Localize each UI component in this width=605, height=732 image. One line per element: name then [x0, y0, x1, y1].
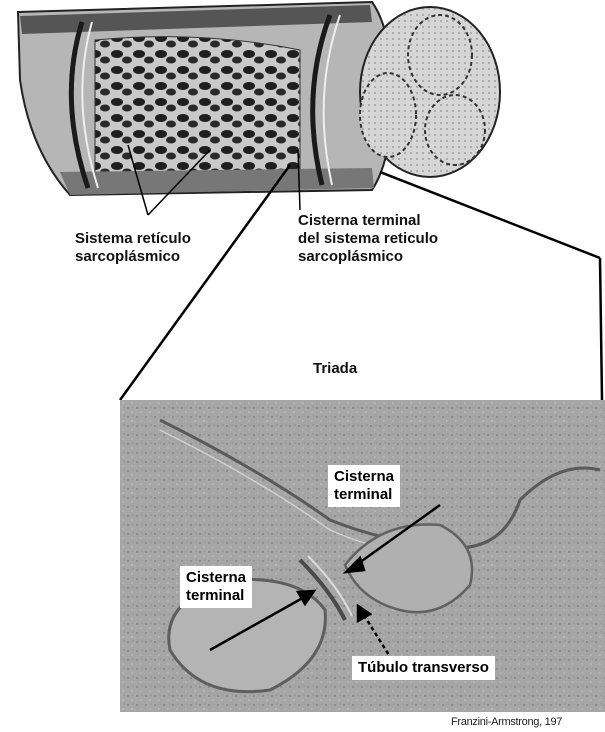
muscle-fiber-illustration	[18, 2, 500, 195]
zoom-line-left	[120, 165, 290, 400]
label-cisterna-left-line1: Cisterna	[186, 569, 246, 587]
image-credit: Franzini-Armstrong, 197	[451, 716, 562, 728]
zoom-lines	[120, 165, 602, 400]
label-tubulo-transverso: Túbulo transverso	[352, 656, 495, 680]
label-cisterna-upper-line1: Cisterna	[334, 468, 394, 486]
label-cisterna-terminal-top: Cisterna terminal del sistema reticulo s…	[298, 212, 438, 266]
myofibril-c	[425, 95, 485, 165]
label-sistema-line1: Sistema retículo	[75, 230, 191, 248]
label-cisterna-terminal-left: Cisterna terminal	[180, 566, 252, 608]
label-cisterna-line3: sarcoplásmico	[298, 248, 438, 266]
zoom-line-right-drop	[600, 258, 602, 400]
label-cisterna-left-line2: terminal	[186, 587, 246, 605]
label-cisterna-line1: Cisterna terminal	[298, 212, 438, 230]
label-cisterna-line2: del sistema reticulo	[298, 230, 438, 248]
label-sistema-reticulo: Sistema retículo sarcoplásmico	[75, 230, 191, 266]
reticulum-network	[95, 37, 300, 183]
triada-title: Triada	[313, 360, 357, 378]
label-cisterna-terminal-upper: Cisterna terminal	[328, 465, 400, 507]
label-sistema-line2: sarcoplásmico	[75, 248, 191, 266]
myofibril-b	[408, 15, 472, 95]
myofibril-a	[360, 73, 416, 157]
label-cisterna-upper-line2: terminal	[334, 486, 394, 504]
